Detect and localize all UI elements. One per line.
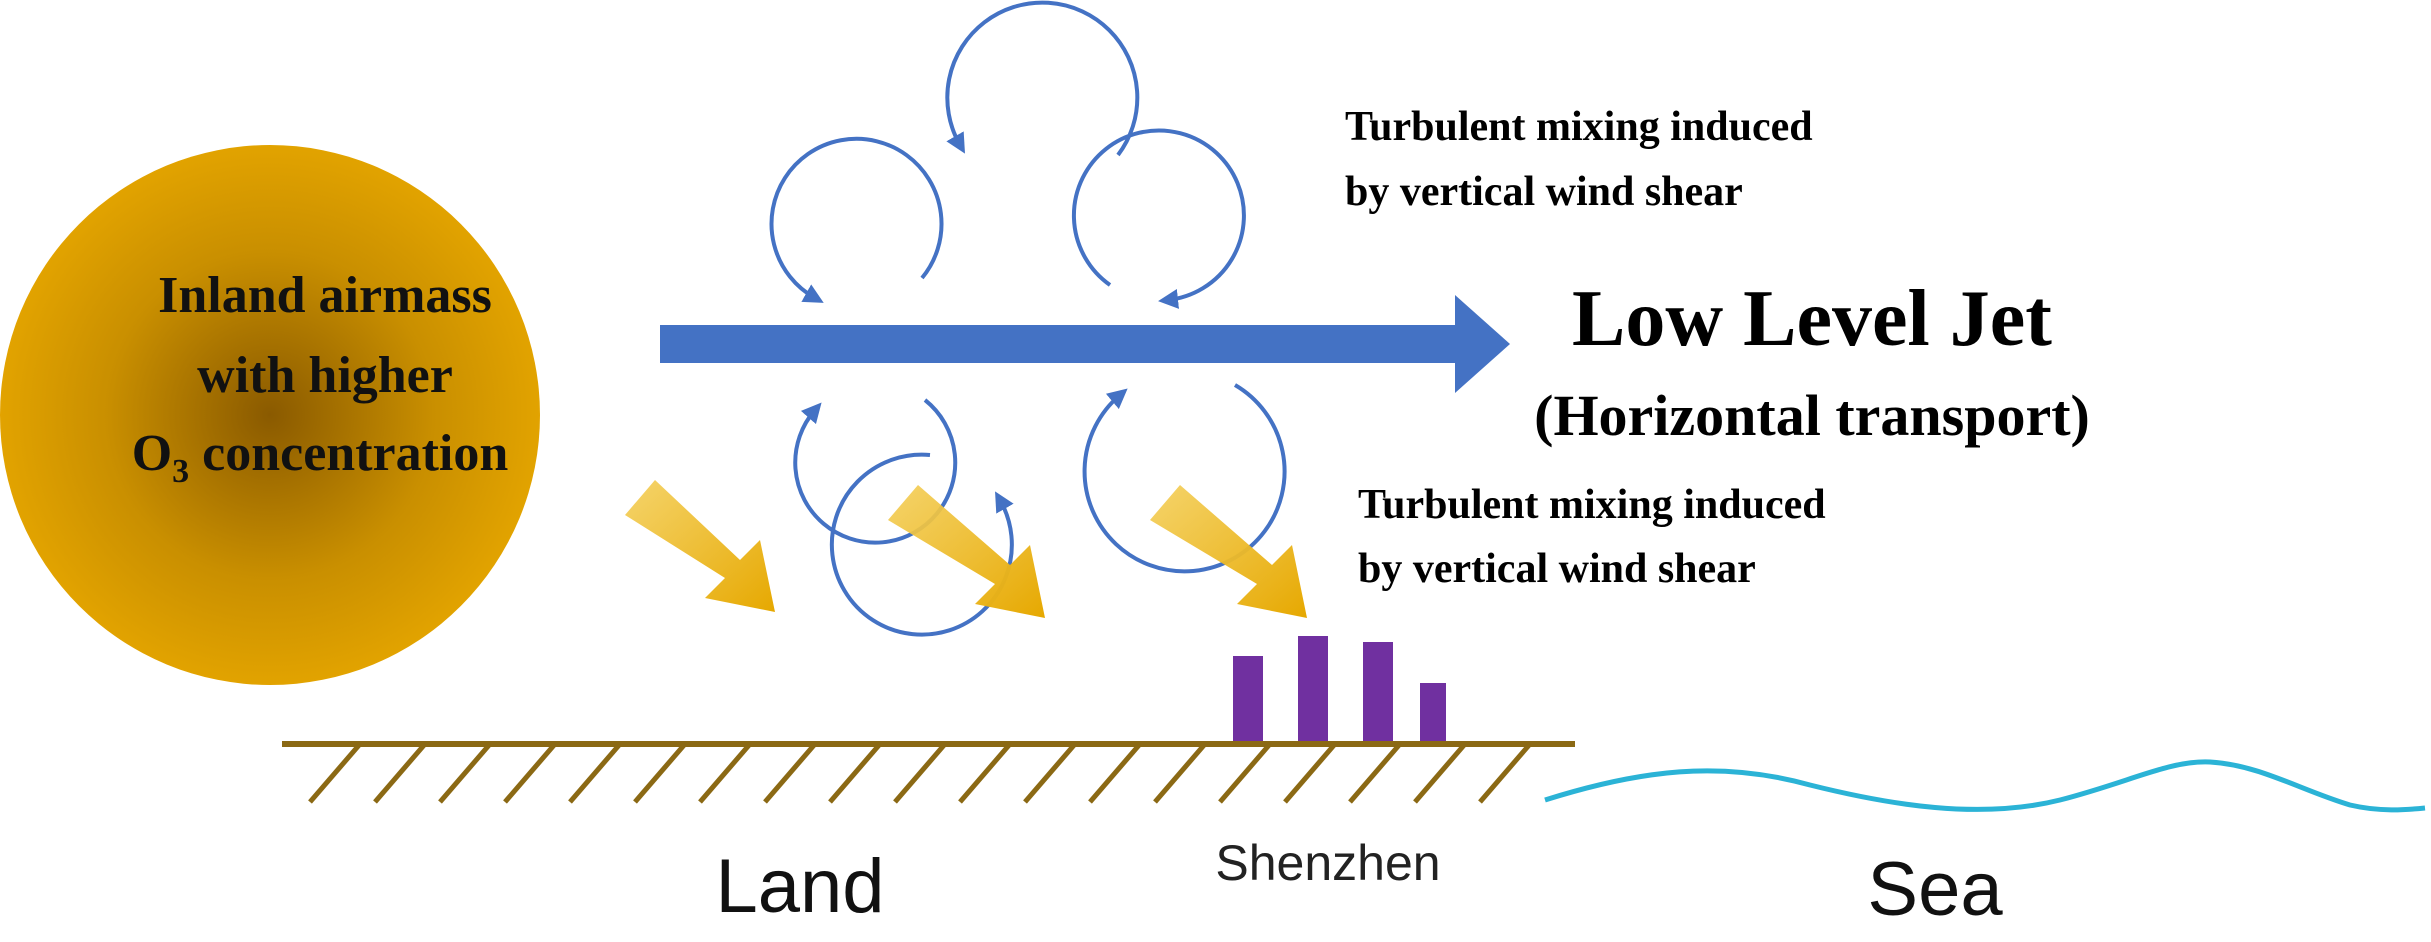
turbulence-bottom-line2: by vertical wind shear <box>1358 546 1756 592</box>
city-buildings <box>1233 636 1446 744</box>
airmass-circle <box>0 145 540 685</box>
eddy-top-icon <box>945 0 1140 157</box>
building-3 <box>1363 642 1393 744</box>
hatch-mark <box>698 742 752 804</box>
eddy-lower-left-icon <box>793 398 958 545</box>
sea-label: Sea <box>1867 847 2003 932</box>
downward-arrow-2-icon <box>888 485 1045 618</box>
hatch-mark <box>308 742 362 804</box>
hatch-mark <box>373 742 427 804</box>
inland-airmass: Inland airmass with higher O3 concentrat… <box>0 145 540 685</box>
eddy-upper-left-icon <box>769 136 944 303</box>
hatch-mark <box>893 742 947 804</box>
hatch-mark <box>1413 742 1467 804</box>
hatch-mark <box>1348 742 1402 804</box>
hatch-mark <box>1283 742 1337 804</box>
ground-hatching <box>308 742 1532 804</box>
jet-arrow-shaft <box>660 325 1465 363</box>
hatch-mark <box>438 742 492 804</box>
hatch-mark <box>1478 742 1532 804</box>
hatch-mark <box>828 742 882 804</box>
eddy-lower-right-icon <box>1082 383 1287 574</box>
city-label: Shenzhen <box>1215 835 1440 891</box>
hatch-mark <box>958 742 1012 804</box>
hatch-mark <box>763 742 817 804</box>
upper-eddies <box>769 0 1246 309</box>
land-surface <box>282 741 1575 804</box>
downward-arrows <box>625 480 1307 618</box>
hatch-mark <box>1088 742 1142 804</box>
turbulence-top-line1: Turbulent mixing induced <box>1345 104 1813 150</box>
airmass-label-line2: with higher <box>197 347 453 404</box>
ozone-symbol: O <box>132 425 172 482</box>
building-4 <box>1420 683 1446 744</box>
turbulence-bottom-line1: Turbulent mixing induced <box>1358 482 1826 528</box>
turbulence-top-line2: by vertical wind shear <box>1345 169 1743 215</box>
hatch-mark <box>503 742 557 804</box>
hatch-mark <box>1218 742 1272 804</box>
hatch-mark <box>1153 742 1207 804</box>
downward-arrow-3-icon <box>1150 485 1307 618</box>
jet-title: Low Level Jet <box>1572 275 2052 363</box>
eddy-upper-right-icon <box>1071 128 1246 309</box>
airmass-label-line1: Inland airmass <box>158 267 492 324</box>
sea-surface-wave <box>1544 759 2426 813</box>
concentration-text: concentration <box>189 425 508 482</box>
building-2 <box>1298 636 1328 744</box>
ozone-subscript: 3 <box>172 453 189 490</box>
building-1 <box>1233 656 1263 744</box>
downward-arrow-1-icon <box>625 480 775 612</box>
low-level-jet-arrow <box>660 295 1510 393</box>
jet-subtitle: (Horizontal transport) <box>1534 383 2090 448</box>
jet-arrow-head <box>1455 295 1510 393</box>
hatch-mark <box>1023 742 1077 804</box>
airmass-label-line3: O3 concentration <box>132 425 509 490</box>
hatch-mark <box>633 742 687 804</box>
hatch-mark <box>568 742 622 804</box>
land-label: Land <box>715 844 884 929</box>
